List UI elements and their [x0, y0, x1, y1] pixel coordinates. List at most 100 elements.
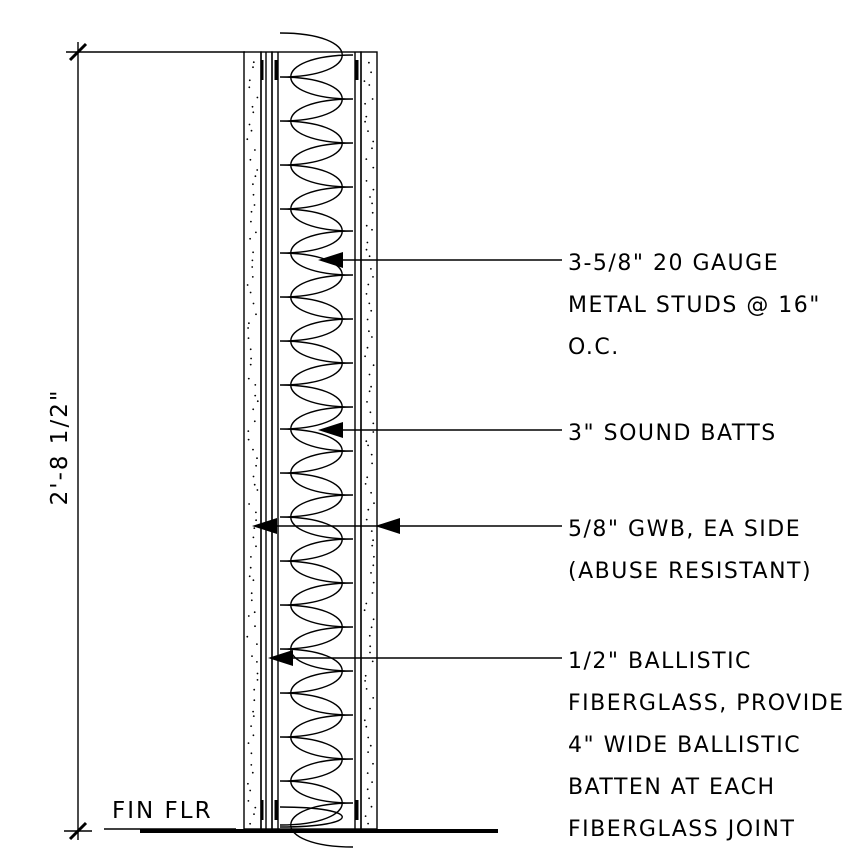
gwb-stipple-dot — [364, 483, 367, 485]
gwb-stipple-dot — [368, 84, 371, 86]
gwb-stipple-dot — [371, 544, 374, 547]
gwb-stipple-dot — [372, 422, 375, 425]
gwb-stipple-dot — [250, 725, 253, 727]
gwb-stipple-dot — [369, 645, 372, 648]
gwb-stipple-dot — [370, 268, 372, 270]
gwb-stipple-dot — [253, 699, 256, 702]
gwb-stipple-dot — [368, 797, 370, 800]
gwb-stipple-dot — [255, 545, 257, 548]
gwb-stipple-dot — [367, 130, 369, 133]
gwb-stipple-dot — [367, 822, 369, 825]
note-gwb-line-2: (ABUSE RESISTANT) — [568, 559, 812, 584]
gwb-right-layer — [360, 51, 378, 830]
gwb-stipple-dot — [255, 231, 257, 234]
gwb-stipple-dot — [368, 330, 370, 333]
gwb-stipple-dot — [249, 822, 252, 825]
gwb-stipple-dot — [252, 734, 255, 737]
gwb-stipple-dot — [368, 302, 371, 305]
gwb-stipple-dot — [364, 674, 367, 677]
gwb-stipple-dot — [365, 248, 368, 251]
note-studs-line-2: METAL STUDS @ 16" — [568, 293, 821, 318]
gwb-stipple-dot — [367, 736, 370, 739]
gwb-stipple-dot — [372, 762, 374, 765]
gwb-stipple-dot — [365, 725, 368, 728]
gwb-stipple-dot — [256, 457, 258, 460]
gwb-stipple-dot — [250, 752, 253, 755]
gwb-stipple-dot — [371, 147, 373, 150]
leader-arrow-studs — [318, 252, 343, 268]
gwb-left-layer — [243, 51, 262, 830]
leader-arrow-gwb-left — [252, 518, 277, 534]
gwb-stipple-dot — [248, 322, 250, 325]
gwb-stipple-dot — [246, 284, 249, 286]
gwb-stipple-dot — [372, 364, 375, 367]
gwb-stipple-dot — [367, 444, 369, 447]
gwb-stipple-dot — [256, 489, 259, 491]
gwb-stipple-dot — [250, 556, 252, 558]
gwb-stipple-dot — [249, 158, 252, 161]
gwb-stipple-dot — [254, 394, 257, 397]
gwb-stipple-dot — [247, 327, 250, 329]
gwb-stipple-dot — [249, 566, 252, 569]
note-studs: 3-5/8" 20 GAUGE METAL STUDS @ 16" O.C. — [568, 251, 821, 360]
gwb-stipple-dot — [367, 751, 369, 753]
ballistic-fiberglass-layer — [260, 51, 273, 830]
gwb-stipple-dot — [368, 634, 371, 637]
gwb-stipple-dot — [372, 564, 375, 567]
gwb-stipple-dot — [248, 123, 251, 126]
gwb-stipple-dot — [364, 102, 366, 105]
gwb-stipple-dot — [256, 96, 259, 99]
gwb-stipple-dot — [250, 210, 253, 213]
gwb-stipple-dot — [372, 276, 374, 278]
gwb-stipple-dot — [370, 309, 373, 312]
gwb-stipple-dot — [249, 363, 252, 366]
gwb-stipple-dot — [365, 293, 368, 295]
gwb-stipple-dot — [252, 710, 255, 713]
gwb-stipple-dot — [370, 491, 372, 494]
gwb-stipple-dot — [253, 204, 256, 206]
gwb-stipple-dot — [256, 169, 259, 171]
gwb-stipple-dot — [252, 61, 255, 64]
gwb-stipple-dot — [253, 483, 256, 486]
gwb-stipple-dot — [249, 237, 252, 240]
gwb-stipple-dot — [366, 346, 369, 349]
gwb-stipple-dot — [248, 503, 251, 505]
gwb-stipple-dot — [252, 579, 255, 582]
gwb-stipple-dot — [372, 166, 375, 169]
gwb-stipple-dot — [252, 251, 255, 254]
gwb-stipple-dot — [253, 527, 256, 529]
height-dimension: 2'-8 1/2" — [47, 42, 245, 841]
gwb-stipple-dot — [372, 618, 375, 621]
gwb-stipple-dot — [370, 530, 373, 532]
note-fiberglass-line-5: FIBERGLASS JOINT — [568, 817, 795, 842]
gwb-stipple-dot — [250, 764, 253, 766]
gwb-stipple-dot — [372, 697, 375, 699]
note-batts: 3" SOUND BATTS — [568, 421, 775, 446]
gwb-stipple-dot — [365, 602, 368, 605]
gwb-stipple-dot — [369, 196, 371, 198]
gwb-stipple-dot — [370, 71, 372, 74]
gwb-stipple-dot — [252, 193, 255, 196]
gwb-stipple-dot — [247, 337, 250, 339]
gwb-stipple-dot — [256, 672, 259, 675]
gwb-stipple-dot — [370, 453, 373, 456]
gwb-stipple-dot — [252, 475, 255, 478]
gwb-stipple-dot — [251, 105, 254, 108]
gwb-stipple-dot — [252, 448, 254, 451]
gwb-stipple-dot — [368, 390, 371, 393]
gwb-stipple-dot — [370, 626, 373, 629]
gwb-stipple-dot — [247, 377, 250, 380]
gwb-stipple-dot — [251, 771, 254, 774]
gwb-stipple-dot — [365, 224, 368, 227]
gwb-stipple-dot — [254, 175, 257, 178]
leader-arrow-gwb-right — [375, 518, 400, 534]
gwb-stipple-dot — [366, 772, 369, 774]
sound-batt-insulation — [279, 32, 354, 848]
gwb-stipple-dot — [250, 357, 253, 360]
gwb-stipple-dot — [256, 661, 258, 663]
gwb-stipple-dot — [249, 348, 252, 351]
gwb-stipple-dot — [368, 61, 370, 64]
gwb-stipple-dot — [251, 276, 254, 278]
gwb-stipple-dot — [251, 259, 254, 262]
